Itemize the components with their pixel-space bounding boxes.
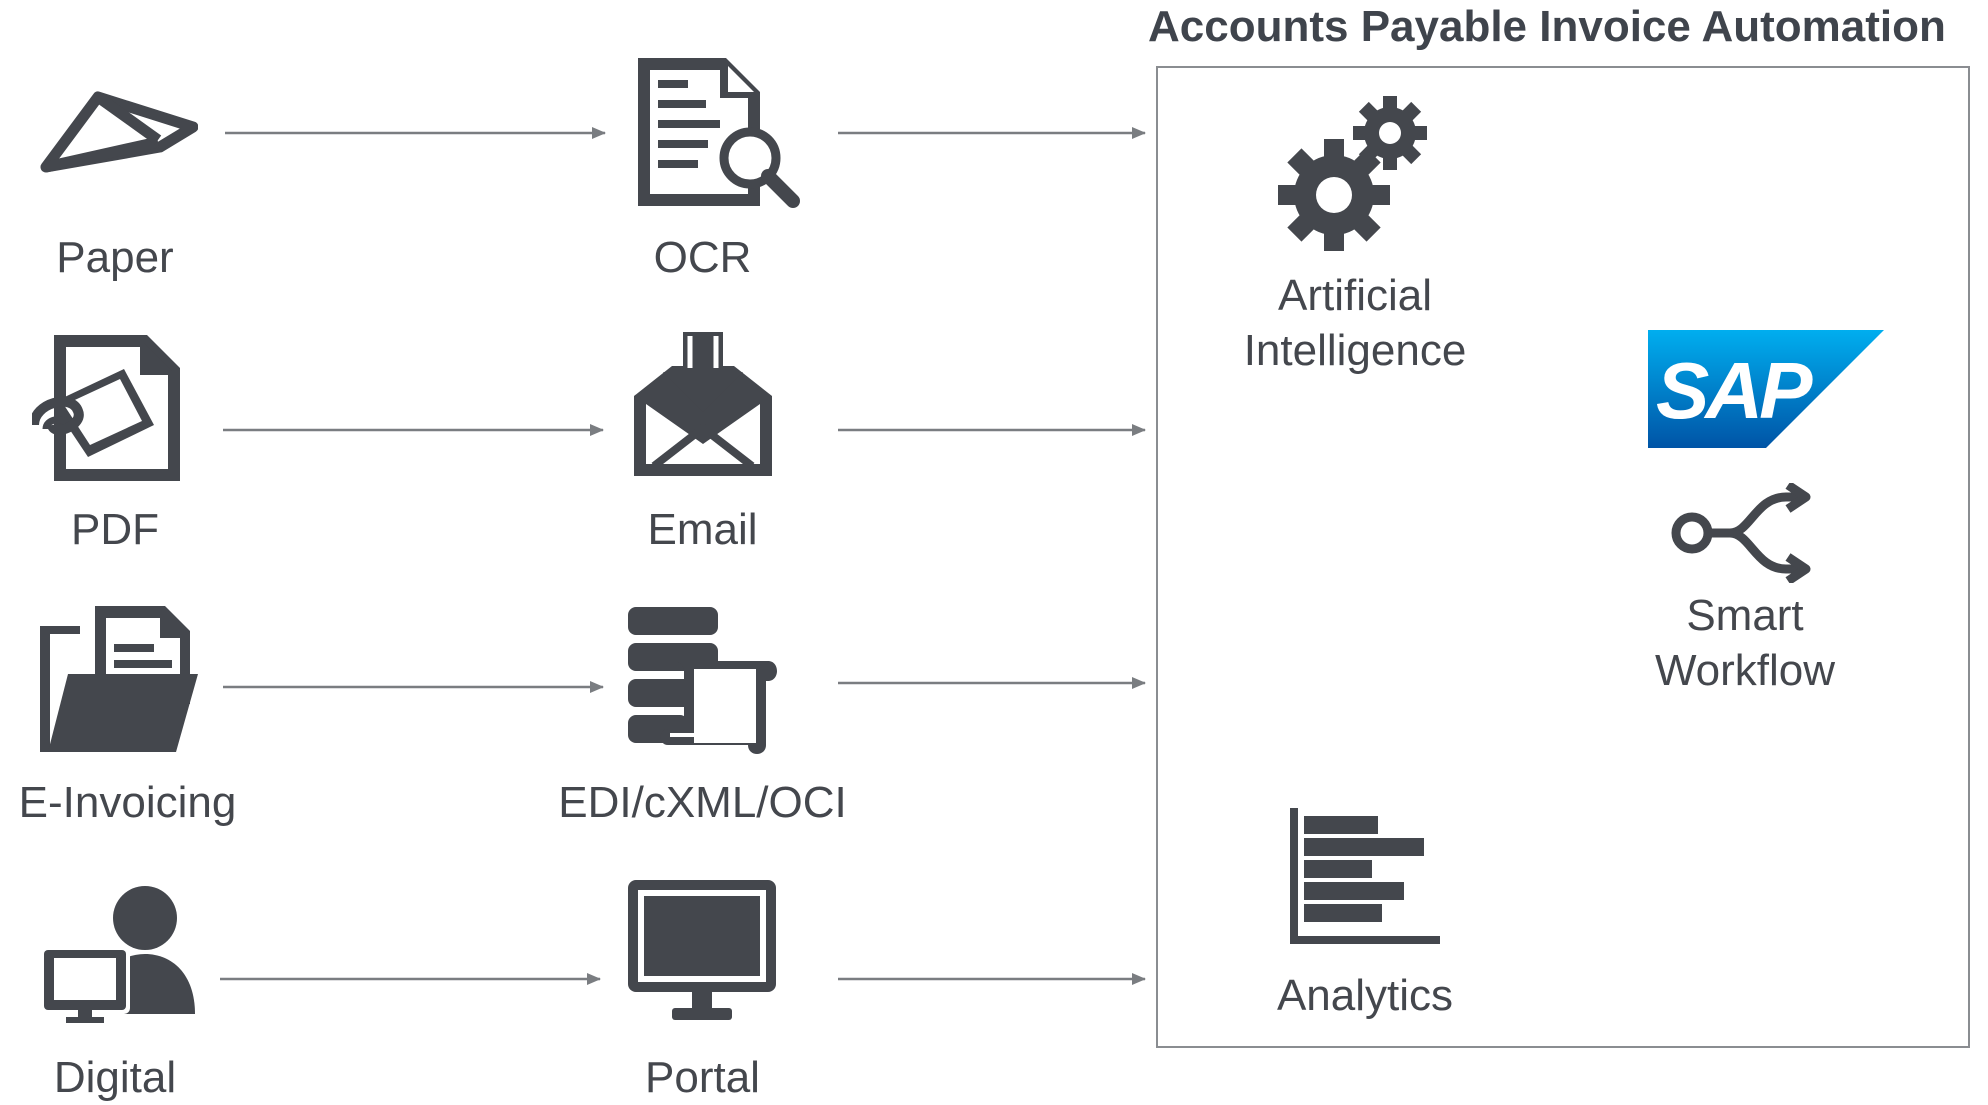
user-computer-icon (40, 884, 200, 1024)
workflow-label: Smart Workflow (1610, 588, 1880, 698)
workflow-branch-icon (1668, 483, 1813, 583)
analytics-label: Analytics (1276, 971, 1454, 1020)
sap-logo: SAP (1648, 330, 1884, 448)
channel-label-portal: Portal (645, 1053, 760, 1102)
ai-label-line2: Intelligence (1243, 326, 1467, 375)
ocr-document-search-icon (638, 58, 803, 208)
source-label-e-invoicing: E-Invoicing (18, 778, 237, 827)
paper-plane-icon (38, 82, 198, 177)
folder-documents-icon (40, 604, 200, 754)
channel-label-ocr: OCR (653, 233, 752, 282)
channel-label-edi-cxml-oci: EDI/cXML/OCI (558, 778, 847, 827)
edi-database-document-icon (628, 607, 778, 757)
gears-icon (1278, 95, 1428, 255)
ai-label-line1: Artificial (1277, 271, 1433, 320)
ai-label: Artificial Intelligence (1215, 268, 1495, 378)
analytics-bar-chart-icon (1290, 808, 1440, 948)
channel-label-email: Email (647, 505, 758, 554)
source-label-paper: Paper (56, 233, 174, 282)
pdf-document-icon (32, 333, 182, 483)
automation-platform-box (1156, 66, 1970, 1048)
workflow-label-line2: Workflow (1654, 646, 1836, 695)
source-label-pdf: PDF (71, 505, 159, 554)
email-envelope-icon (628, 332, 778, 482)
workflow-label-line1: Smart (1686, 591, 1804, 640)
portal-monitor-icon (628, 880, 778, 1030)
source-label-digital: Digital (53, 1053, 177, 1102)
diagram-title: Accounts Payable Invoice Automation (1148, 2, 1946, 51)
sap-logo-text: SAP (1656, 346, 1813, 435)
